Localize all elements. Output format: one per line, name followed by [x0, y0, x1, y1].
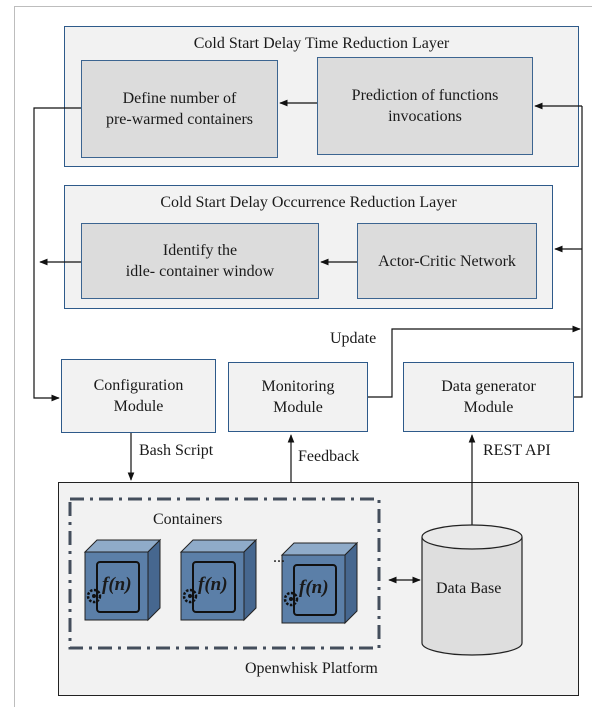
configuration-line-2: Module	[113, 398, 164, 415]
arrow-define-to-configuration	[33, 107, 81, 402]
container-cube-3	[280, 541, 359, 625]
identify-line-2: idle- container window	[125, 263, 275, 280]
identify-line-1: Identify the	[162, 242, 238, 259]
data-generator-line-2: Module	[463, 399, 514, 416]
time-reduction-layer-title: Cold Start Delay Time Reduction Layer	[193, 35, 450, 52]
platform-label: Openwhisk Platform	[245, 660, 378, 677]
figure-frame	[14, 6, 592, 707]
actor-critic-box: Actor-Critic Network	[357, 223, 537, 299]
bash-script-label: Bash Script	[139, 442, 214, 459]
ellipsis-label: ...	[273, 549, 285, 566]
rest-api-label: REST API	[483, 442, 551, 459]
database-cylinder	[421, 524, 523, 656]
monitoring-line-1: Monitoring	[261, 378, 335, 395]
container-cube-2	[179, 538, 258, 622]
prediction-line-2: invocations	[388, 108, 462, 125]
containers-label: Containers	[153, 511, 223, 528]
database-label: Data Base	[436, 580, 502, 597]
prediction-box: Prediction of functions invocations	[317, 57, 533, 155]
actor-critic-label: Actor-Critic Network	[378, 252, 516, 270]
monitoring-line-2: Module	[273, 399, 323, 416]
data-generator-module: Data generator Module	[403, 362, 574, 432]
containers-group	[68, 497, 381, 650]
container-glyph-3: f(n)	[299, 577, 329, 598]
prediction-line-1: Prediction of functions	[351, 87, 499, 104]
define-prewarmed-line-2: pre-warmed containers	[105, 111, 254, 128]
update-label: Update	[330, 330, 377, 347]
container-glyph-2: f(n)	[198, 574, 228, 595]
configuration-module: Configuration Module	[61, 359, 216, 433]
wire-data-generator-bus	[574, 106, 583, 398]
feedback-label: Feedback	[298, 448, 360, 465]
define-prewarmed-line-1: Define number of	[122, 90, 237, 107]
monitoring-module: Monitoring Module	[228, 362, 368, 432]
occurrence-reduction-layer-title: Cold Start Delay Occurrence Reduction La…	[160, 194, 457, 211]
configuration-line-1: Configuration	[93, 377, 184, 394]
identify-idle-window-box: Identify the idle- container window	[81, 223, 319, 299]
container-glyph-1: f(n)	[102, 574, 132, 595]
container-cube-1	[83, 538, 162, 622]
data-generator-line-1: Data generator	[441, 378, 536, 395]
arrow-monitoring-update	[368, 325, 581, 398]
define-prewarmed-box: Define number of pre-warmed containers	[81, 60, 278, 158]
